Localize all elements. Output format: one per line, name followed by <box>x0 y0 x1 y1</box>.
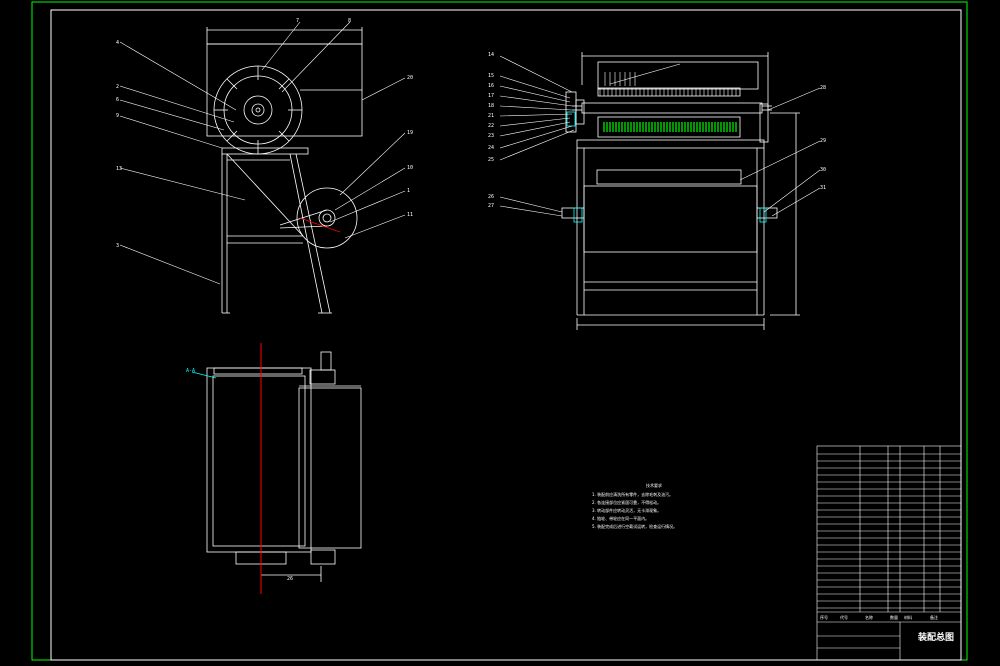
front-label: 9 <box>116 113 119 119</box>
bom-header-cell: 数量 <box>890 614 898 620</box>
technical-notes: 技术要求 1. 装配前应清洗所有零件，去除毛刺及油污。 2. 各连接部位应紧固可… <box>592 482 677 529</box>
front-label: 20 <box>407 75 413 81</box>
front-centerline <box>299 217 341 233</box>
comb-teeth <box>599 72 737 96</box>
note-line-3: 3. 转动部件应转动灵活，无卡滞现象。 <box>592 507 661 513</box>
front-leaders <box>119 21 406 285</box>
note-line-5: 5. 装配完成后进行空载试运转，检查运行情况。 <box>592 523 677 529</box>
side-label: 28 <box>820 85 826 91</box>
bom-header-cell: 备注 <box>930 614 938 620</box>
front-label: 13 <box>116 166 122 172</box>
notes-title: 技术要求 <box>646 482 662 488</box>
front-label: 7 <box>296 18 299 24</box>
front-label: 4 <box>116 40 119 46</box>
green-comb-pins <box>603 122 737 132</box>
side-label: 17 <box>488 93 494 99</box>
side-label: 26 <box>488 194 494 200</box>
front-view <box>206 27 363 314</box>
note-line-1: 1. 装配前应清洗所有零件，去除毛刺及油污。 <box>592 491 673 497</box>
top-view-dim-label: 26 <box>287 576 293 582</box>
side-label: 25 <box>488 157 494 163</box>
bom-header-cell: 材料 <box>904 614 912 620</box>
section-mark-label: A-A <box>186 368 195 374</box>
top-view <box>206 351 362 582</box>
lower-left-bearing <box>573 207 583 223</box>
outer-frame <box>31 1 968 661</box>
front-label: 11 <box>407 212 413 218</box>
front-label: 19 <box>407 130 413 136</box>
side-label: 24 <box>488 145 494 151</box>
side-view <box>561 52 800 330</box>
side-label: 23 <box>488 133 494 139</box>
drawing-name: 装配总图 <box>917 631 954 643</box>
front-label: 3 <box>116 243 119 249</box>
front-label: 1 <box>407 188 410 194</box>
side-view-labels: 14 15 16 17 18 21 22 23 24 25 26 27 28 29 30 31 <box>488 52 826 209</box>
side-label: 29 <box>820 138 826 144</box>
side-label: 22 <box>488 123 494 129</box>
side-label: 30 <box>820 167 826 173</box>
front-label: 8 <box>348 18 351 24</box>
bom-header: 序号 代号 名称 数量材料 备注 <box>820 614 938 620</box>
side-label: 14 <box>488 52 494 58</box>
side-label: 16 <box>488 83 494 89</box>
front-label: 2 <box>116 84 119 90</box>
inner-frame <box>50 9 962 661</box>
side-label: 31 <box>820 185 826 191</box>
side-label: 18 <box>488 103 494 109</box>
side-label: 15 <box>488 73 494 79</box>
bom-header-cell: 代号 <box>840 614 848 620</box>
lower-right-bearing <box>759 207 767 223</box>
section-mark-line <box>191 371 217 379</box>
note-line-4: 4. 链轮、带轮应在同一平面内。 <box>592 515 649 521</box>
side-leaders <box>499 55 821 217</box>
bom-header-cell: 序号 <box>820 614 828 620</box>
side-label: 21 <box>488 113 494 119</box>
bom-header-cell: 名称 <box>865 614 873 620</box>
side-label: 27 <box>488 203 494 209</box>
front-label: 10 <box>407 165 413 171</box>
front-label: 6 <box>116 97 119 103</box>
note-line-2: 2. 各连接部位应紧固可靠，不得松动。 <box>592 499 661 505</box>
title-block <box>816 445 962 661</box>
